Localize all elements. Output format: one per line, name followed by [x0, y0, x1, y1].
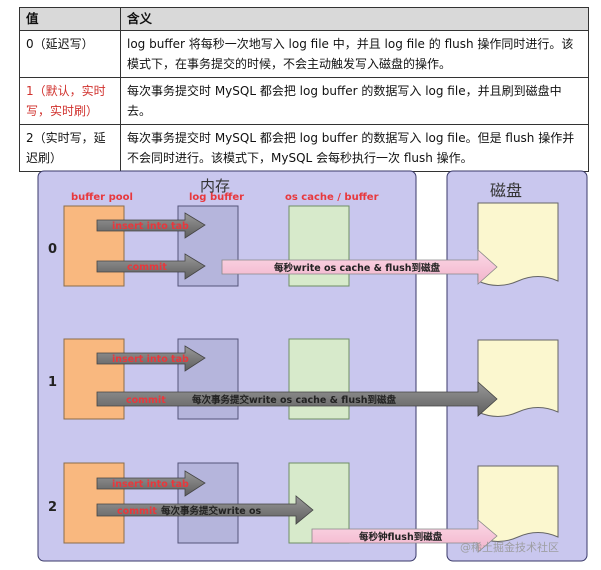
- insert-arrow: [96, 345, 206, 372]
- memory-title: 内存: [200, 177, 230, 195]
- col-os-cache: os cache / buffer: [285, 192, 379, 203]
- log-buffer-box: [177, 462, 239, 544]
- flush-arrow: [221, 249, 498, 285]
- insert-label: insert into tab: [112, 221, 189, 232]
- col-buffer-pool: buffer pool: [71, 192, 133, 203]
- innodb-flush-table: 值 含义 0（延迟写） log buffer 将每秒一次地写入 log file…: [19, 7, 589, 172]
- buffer-pool-box: [63, 338, 125, 420]
- mode-meaning: 每次事务提交时 MySQL 都会把 log buffer 的数据写入 log f…: [120, 77, 589, 125]
- insert-label: insert into tab: [112, 354, 189, 365]
- header-value: 值: [19, 7, 121, 31]
- flush-label: 每次事务提交write os cache & flush到磁盘: [192, 394, 396, 406]
- commit-arrow: [96, 253, 206, 280]
- buffer-pool-box: [63, 205, 125, 287]
- disk-document: [477, 339, 559, 417]
- buffer-pool-box: [63, 462, 125, 544]
- flush-arrow: [311, 519, 498, 553]
- commit-label: commit: [126, 395, 166, 406]
- insert-arrow: [96, 212, 206, 239]
- table-row: 1（默认，实时写，实时刷） 每次事务提交时 MySQL 都会把 log buff…: [19, 77, 589, 125]
- row-label: 1: [48, 375, 57, 390]
- row-label: 0: [48, 242, 57, 257]
- col-log-buffer: log buffer: [189, 192, 244, 203]
- watermark: @稀土掘金技术社区: [460, 540, 559, 554]
- mode-value: 0（延迟写）: [19, 30, 121, 78]
- flush-label: 每秒钟flush到磁盘: [359, 531, 443, 543]
- table-row: 0（延迟写） log buffer 将每秒一次地写入 log file 中，并且…: [19, 30, 589, 78]
- insert-label: insert into tab: [112, 479, 189, 490]
- insert-arrow: [96, 470, 206, 497]
- os-cache-box: [288, 338, 350, 420]
- mode-meaning: log buffer 将每秒一次地写入 log file 中，并且 log fi…: [120, 30, 589, 78]
- row-label: 2: [48, 500, 57, 515]
- disk-title: 磁盘: [490, 181, 522, 200]
- mode-value: 1（默认，实时写，实时刷）: [19, 77, 121, 125]
- mode-meaning: 每次事务提交时 MySQL 都会把 log buffer 的数据写入 log f…: [120, 124, 589, 172]
- commit-label: commit: [117, 506, 157, 517]
- flush-label: 每秒write os cache & flush到磁盘: [274, 262, 440, 274]
- commit-write-arrow: [96, 495, 314, 525]
- table-row: 2（实时写，延迟刷） 每次事务提交时 MySQL 都会把 log buffer …: [19, 124, 589, 172]
- disk-document: [477, 202, 559, 286]
- commit-label: commit: [127, 262, 167, 273]
- commit-flush-arrow: [96, 381, 498, 417]
- write-label: 每次事务提交write os: [161, 505, 262, 517]
